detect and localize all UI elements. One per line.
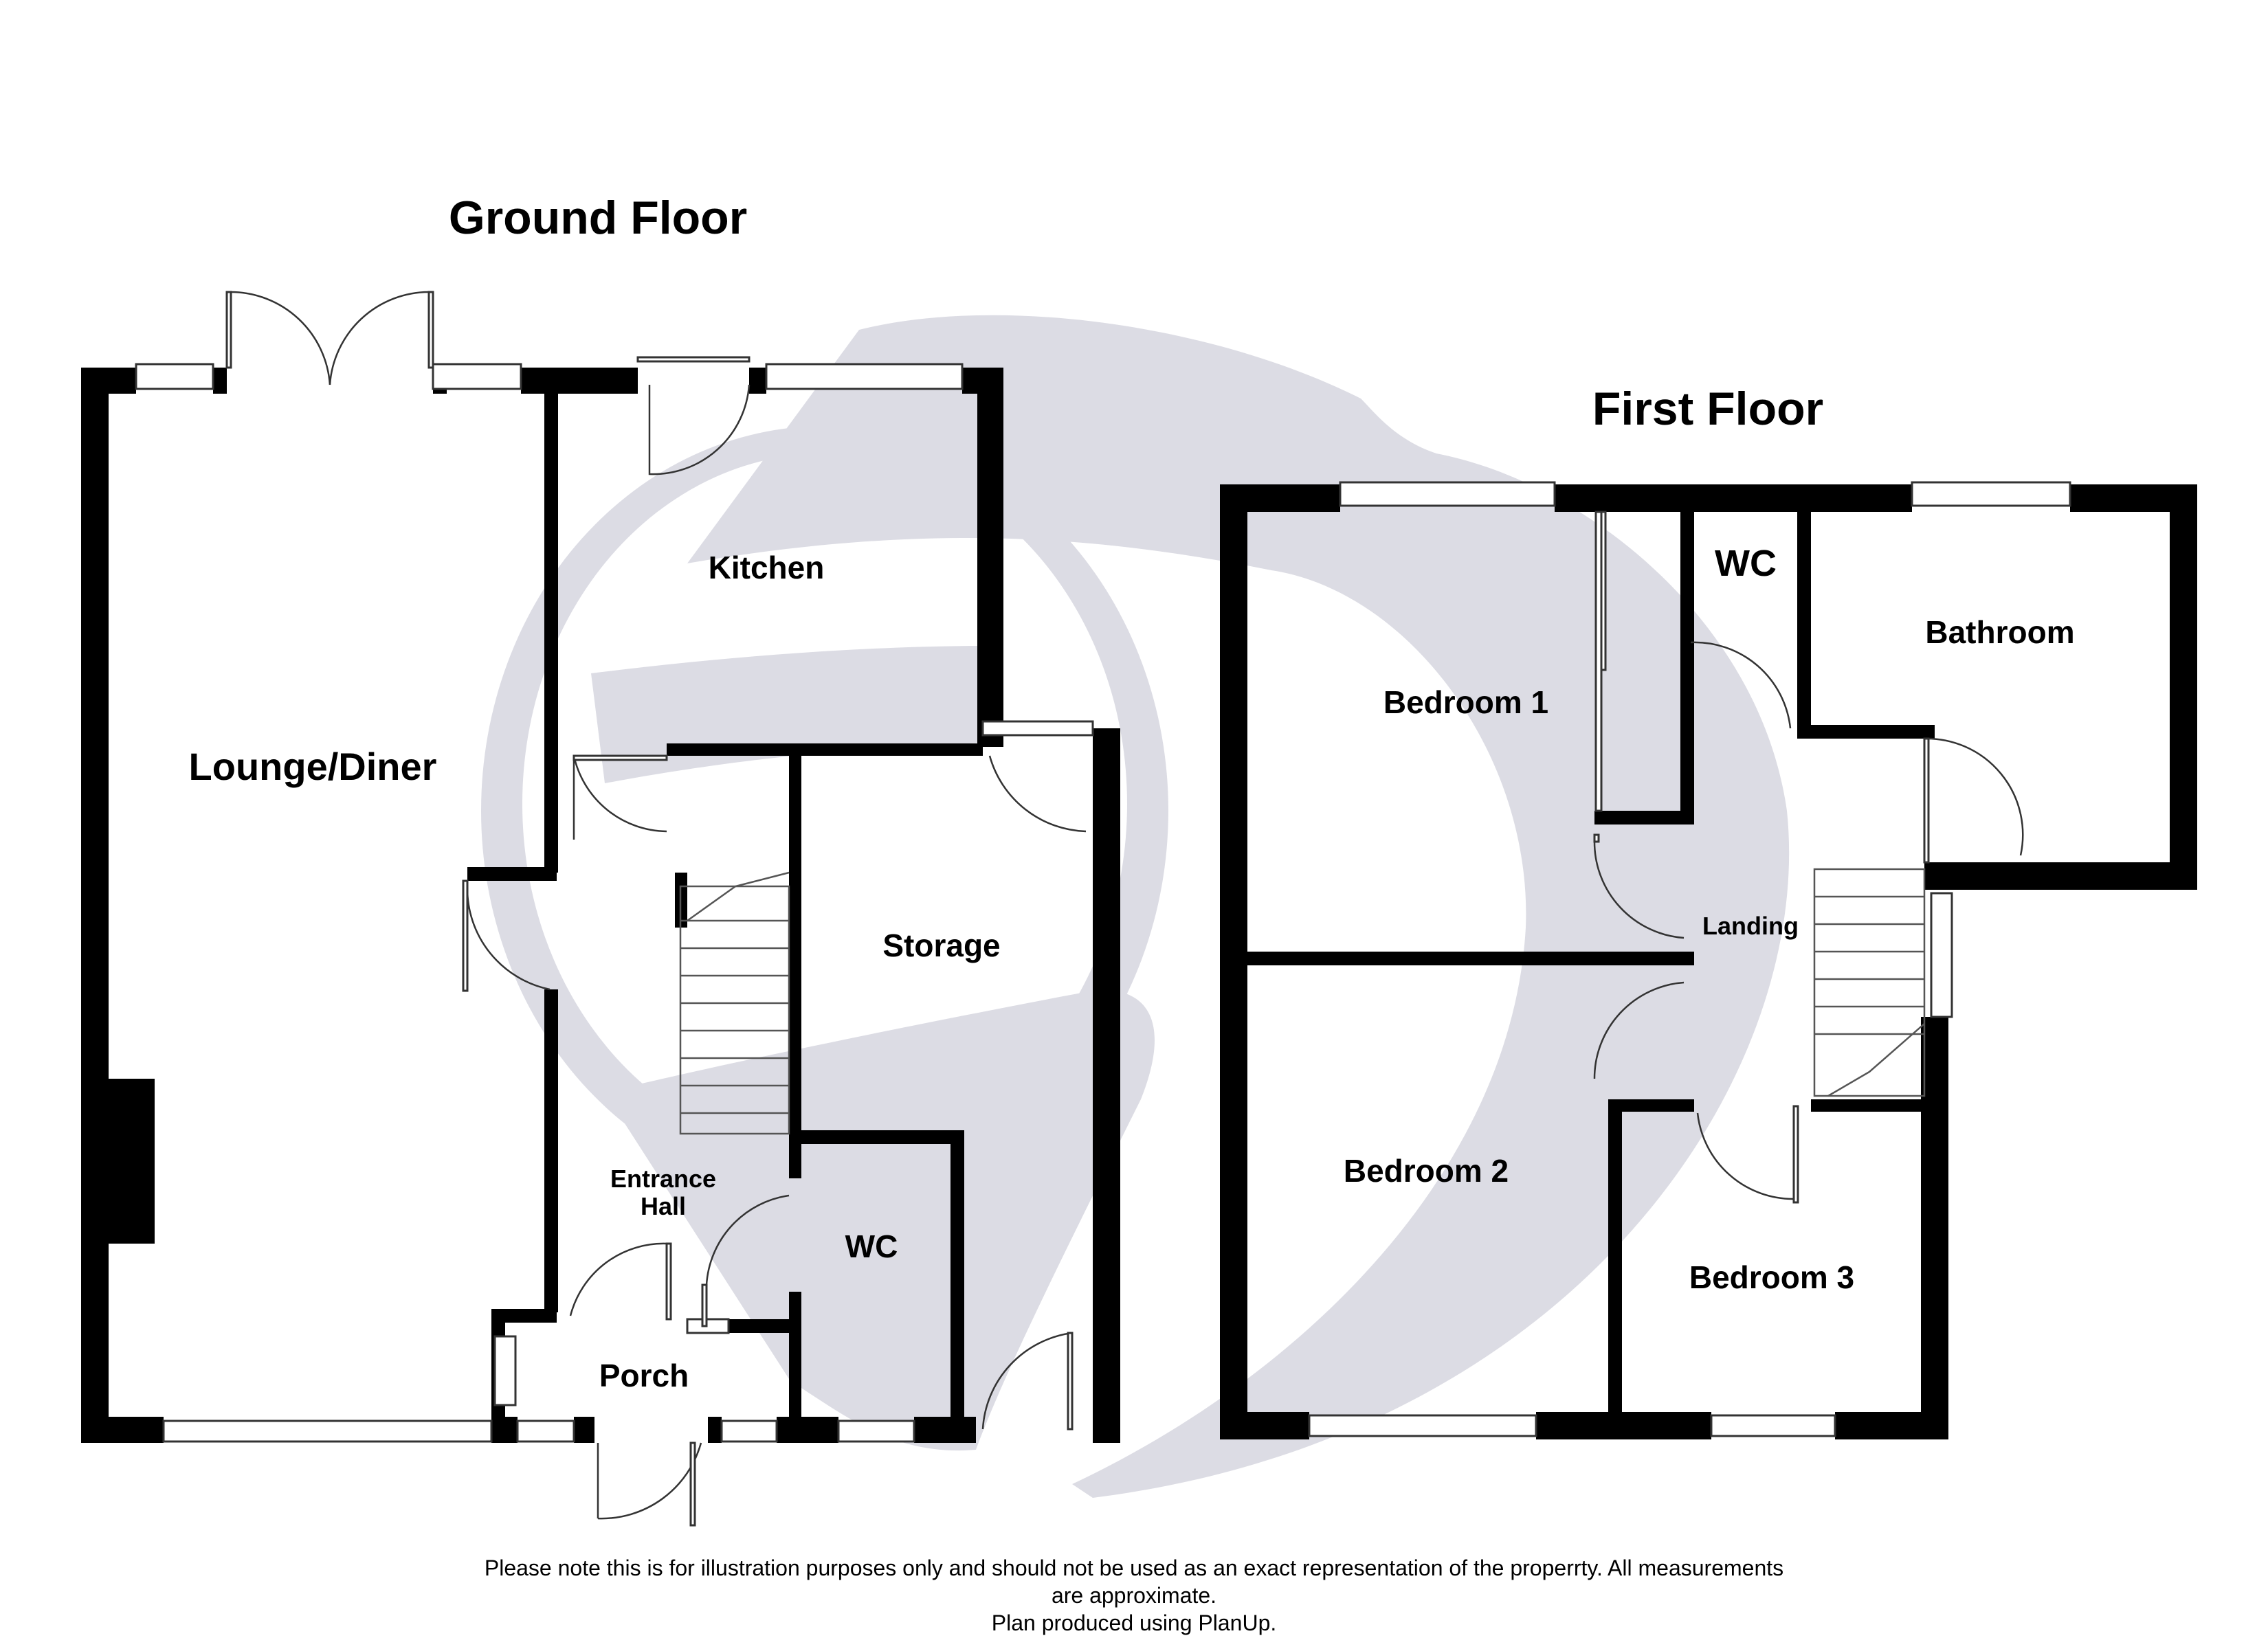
room-label-kitchen: Kitchen bbox=[709, 550, 825, 585]
ground-floor-title: Ground Floor bbox=[449, 192, 747, 244]
ground-floor-walls bbox=[81, 368, 1120, 1443]
first-floor-title: First Floor bbox=[1592, 383, 1823, 435]
room-label-entrance-line1: Entrance bbox=[610, 1165, 716, 1193]
room-label-storage: Storage bbox=[882, 928, 1000, 963]
room-label-lounge-diner: Lounge/Diner bbox=[189, 745, 437, 788]
room-label-ground-wc: WC bbox=[845, 1229, 898, 1264]
room-label-porch: Porch bbox=[599, 1358, 689, 1393]
room-label-bedroom-2: Bedroom 2 bbox=[1344, 1153, 1509, 1189]
disclaimer-line-2: are approximate. bbox=[1051, 1583, 1217, 1608]
disclaimer-note: Please note this is for illustration pur… bbox=[385, 1554, 1883, 1637]
room-label-bedroom-1: Bedroom 1 bbox=[1383, 684, 1548, 720]
first-floor-doors bbox=[1593, 511, 2024, 1204]
first-floor-walls bbox=[1220, 484, 2197, 1439]
ground-floor-windows bbox=[135, 363, 964, 1443]
room-label-bedroom-3: Bedroom 3 bbox=[1689, 1259, 1854, 1295]
first-floor-stairs bbox=[1813, 868, 1926, 1097]
disclaimer-line-1: Please note this is for illustration pur… bbox=[484, 1556, 1784, 1580]
room-label-first-wc: WC bbox=[1715, 543, 1777, 584]
first-floor-windows bbox=[1308, 481, 2071, 1437]
first-floor-labels: Bedroom 1 WC Bathroom Landing Bedroom 2 … bbox=[1344, 543, 2075, 1295]
ground-floor-doors bbox=[225, 291, 1094, 1527]
room-label-entrance-line2: Hall bbox=[641, 1192, 686, 1220]
ground-floor-labels: Lounge/Diner Kitchen Storage Entrance Ha… bbox=[189, 550, 1001, 1393]
room-label-landing: Landing bbox=[1702, 912, 1799, 940]
ground-floor-stairs bbox=[679, 871, 790, 1135]
room-label-bathroom: Bathroom bbox=[1925, 614, 2074, 650]
disclaimer-line-3: Plan produced using PlanUp. bbox=[991, 1611, 1277, 1635]
